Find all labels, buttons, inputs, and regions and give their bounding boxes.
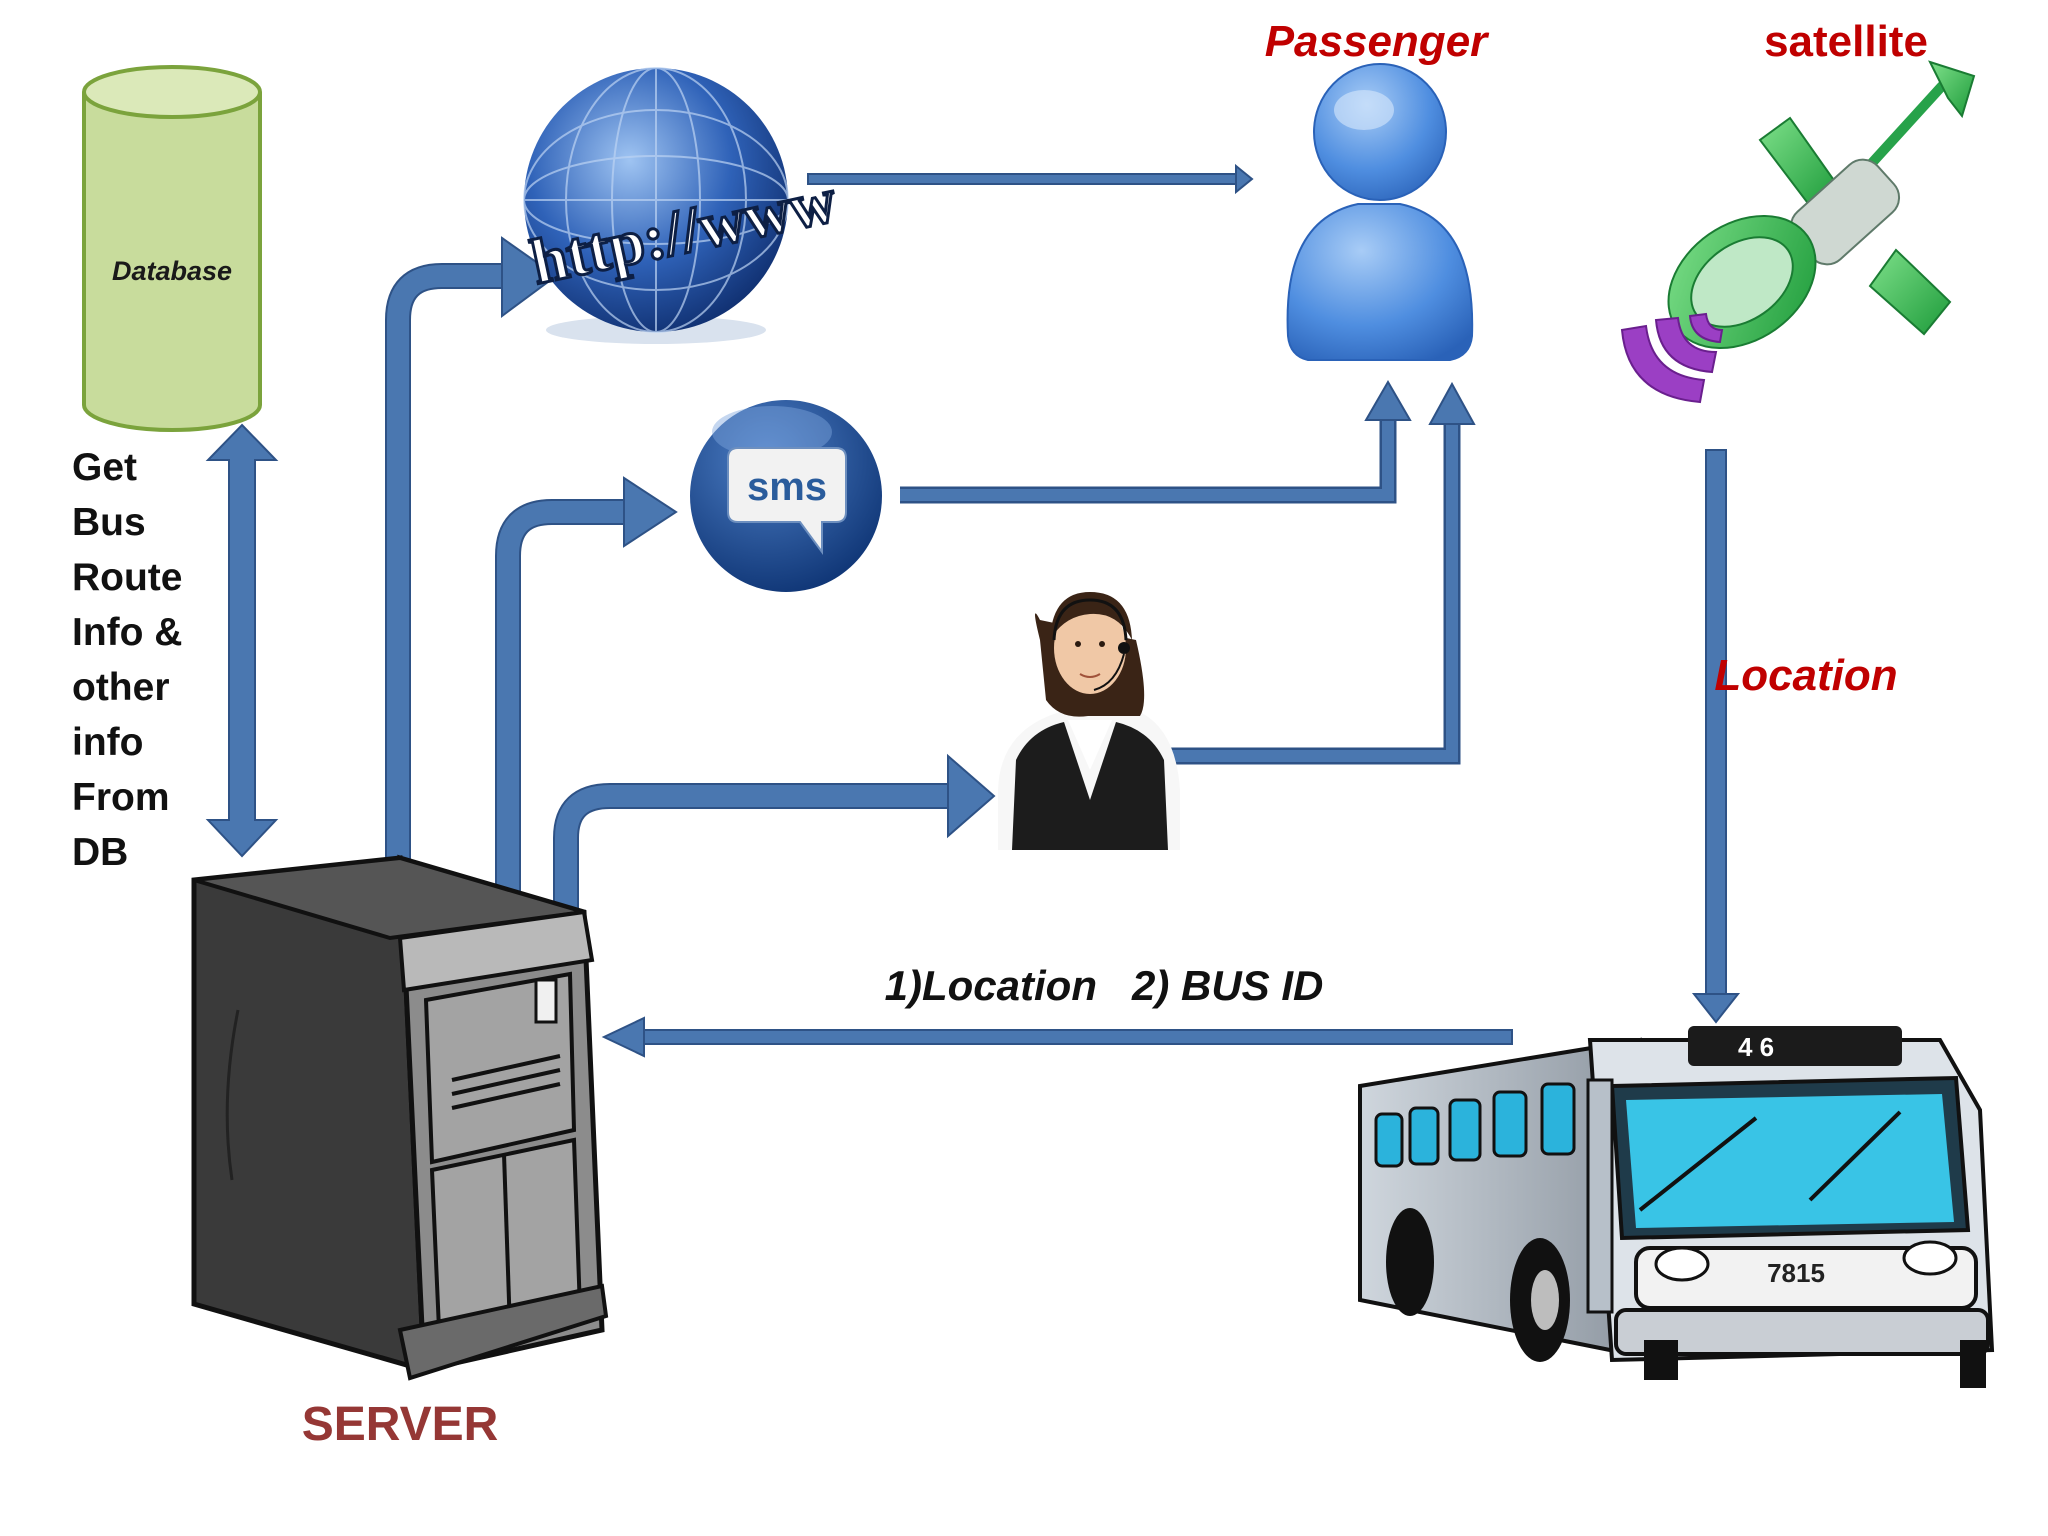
call-center-operator-icon: [998, 592, 1180, 850]
server-to-sms-arrow: [495, 476, 678, 898]
database-cylinder: Database: [82, 65, 262, 432]
server-to-operator-arrow: [553, 753, 996, 912]
operator-to-passenger-arrow: [1160, 381, 1476, 765]
db-note-line: other: [72, 666, 170, 709]
db-server-arrow: [205, 423, 279, 858]
database-label: Database: [112, 256, 232, 286]
location-label: Location: [1714, 651, 1897, 700]
bus-to-server-arrow: [601, 1016, 1513, 1058]
db-note-line: From: [72, 776, 170, 819]
db-note-line: Route: [72, 556, 183, 599]
bus-icon: 4 6 7815: [1358, 1026, 1995, 1388]
db-note-line: Info &: [72, 611, 183, 654]
sms-to-passenger-arrow: [900, 380, 1412, 504]
sms-label: sms: [747, 465, 827, 509]
passenger-label: Passenger: [1265, 17, 1490, 66]
satellite-icon: satellite: [1620, 17, 1976, 404]
bus-number: 7815: [1767, 1258, 1825, 1288]
server-tower-icon: [191, 854, 609, 1381]
server-to-web-arrow: [385, 236, 558, 882]
bus-route-sign: 4 6: [1738, 1032, 1774, 1062]
db-note-line: Get: [72, 446, 138, 489]
db-note-line: Bus: [72, 501, 146, 544]
sms-icon: sms: [690, 400, 882, 592]
db-note-line: DB: [72, 831, 129, 874]
globe-www-icon: http://www: [523, 67, 844, 344]
bus-message-label: 1)Location 2) BUS ID: [885, 962, 1324, 1009]
passenger-icon: Passenger: [1265, 17, 1490, 361]
web-to-passenger-arrow: [807, 163, 1254, 195]
server-label: SERVER: [302, 1398, 499, 1451]
satellite-label: satellite: [1764, 17, 1928, 66]
satellite-to-bus-arrow: [1691, 449, 1741, 1024]
db-note-line: info: [72, 721, 144, 764]
